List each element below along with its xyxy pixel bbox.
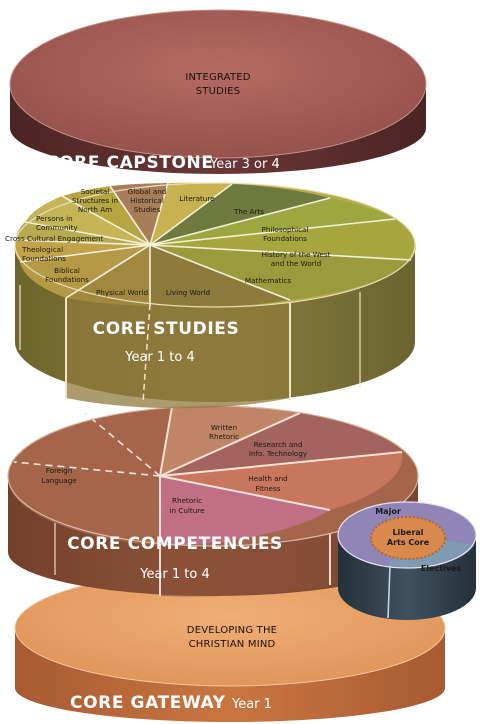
research-label-2: Info. Technology xyxy=(249,449,308,458)
competencies-title: CORE COMPETENCIES xyxy=(67,534,283,554)
societal-wedge xyxy=(62,186,150,245)
global-label-3: Studies xyxy=(134,205,161,214)
core-competencies-cylinder: Written Rhetoric Research and Info. Tech… xyxy=(7,405,419,597)
research-label-1: Research and xyxy=(254,440,303,449)
liberal-arts-core-disc xyxy=(370,516,446,560)
foreign-language-wedge xyxy=(8,462,161,546)
gateway-title: CORE GATEWAY xyxy=(70,693,226,713)
literature-label: Literature xyxy=(179,194,215,203)
health-fitness-wedge xyxy=(160,452,403,510)
persons-label-1: Persons in xyxy=(36,214,73,223)
history-label-1: History of the West xyxy=(262,250,331,259)
foreign-language-label-1: Foreign xyxy=(46,466,73,475)
philosophical-label-2: Foundations xyxy=(263,234,307,243)
mathematics-label: Mathematics xyxy=(245,276,292,285)
foreign-language-label-2: Language xyxy=(41,476,77,485)
legend-side-divider xyxy=(387,565,391,619)
capstone-top xyxy=(9,9,427,159)
studies-side-divider xyxy=(142,303,151,403)
written-rhetoric-wedge xyxy=(160,405,300,476)
global-label-1: Global and xyxy=(128,187,167,196)
core-studies-cylinder: Societal Structures in North Am Global a… xyxy=(5,182,416,409)
legend-core-label-1: Liberal xyxy=(392,528,423,537)
physical-world-wedge xyxy=(66,245,150,306)
legend-top-rim xyxy=(337,501,477,569)
arts-label: The Arts xyxy=(233,207,264,216)
biblical-label-2: Foundations xyxy=(45,275,89,284)
mathematics-wedge xyxy=(150,245,411,300)
core-gateway-cylinder: DEVELOPING THE CHRISTIAN MIND CORE GATEW… xyxy=(14,569,446,722)
the-arts-wedge xyxy=(150,184,330,245)
gateway-top-label-line1: DEVELOPING THE xyxy=(187,625,277,636)
core-capstone-cylinder: INTEGRATED STUDIES CORE CAPSTONE Year 3 … xyxy=(9,9,427,174)
legend-major-label: Major xyxy=(375,507,401,516)
studies-years: Year 1 to 4 xyxy=(124,350,195,365)
theological-wedge xyxy=(14,240,151,262)
capstone-years: Year 3 or 4 xyxy=(209,157,280,172)
studies-title: CORE STUDIES xyxy=(93,319,240,339)
gateway-top-label-line2: CHRISTIAN MIND xyxy=(189,639,276,650)
program-legend-cylinder: Major Liberal Arts Core Electives xyxy=(337,501,477,620)
history-wedge xyxy=(150,219,416,260)
gateway-years: Year 1 xyxy=(231,697,272,712)
capstone-top-label-line2: STUDIES xyxy=(196,86,241,97)
health-label-1: Health and xyxy=(248,474,287,483)
persons-community-wedge xyxy=(25,196,150,245)
societal-label-1: Societal xyxy=(81,187,110,196)
capstone-title: CORE CAPSTONE xyxy=(46,153,214,173)
legend-core-label-2: Arts Core xyxy=(387,538,430,547)
theological-label-2: Foundations xyxy=(22,254,66,263)
history-label-2: and the World xyxy=(271,259,321,268)
persons-label-2: Community xyxy=(36,223,78,232)
philosophical-wedge xyxy=(150,198,395,245)
rhetoric-culture-wedge xyxy=(160,476,330,546)
theological-label-1: Theological xyxy=(21,245,63,254)
capstone-top-label-line1: INTEGRATED xyxy=(185,72,250,83)
written-rhetoric-label-1: Written xyxy=(211,423,237,432)
global-label-2: Historical xyxy=(130,196,164,205)
rhetoric-culture-label-2: in Culture xyxy=(169,506,205,515)
competencies-years: Year 1 to 4 xyxy=(139,567,210,582)
societal-label-2: Structures in xyxy=(72,196,118,205)
physical-world-label: Physical World xyxy=(96,288,148,297)
philosophical-label-1: Philosophical xyxy=(262,225,309,234)
rhetoric-culture-label-1: Rhetoric xyxy=(172,496,202,505)
living-world-wedge xyxy=(150,245,290,308)
studies-top-rim xyxy=(14,182,416,308)
living-world-label: Living World xyxy=(166,288,210,297)
written-rhetoric-label-2: Rhetoric xyxy=(209,432,239,441)
global-historical-wedge xyxy=(110,183,168,245)
studies-side-front xyxy=(66,298,290,409)
cross-cultural-label: Cross Cultural Engagement xyxy=(5,234,104,243)
societal-label-3: North Am xyxy=(78,205,112,214)
legend-electives-label: Electives xyxy=(421,564,462,573)
research-wedge xyxy=(160,413,402,476)
biblical-label-1: Biblical xyxy=(54,266,80,275)
health-label-2: Fitness xyxy=(256,484,281,493)
